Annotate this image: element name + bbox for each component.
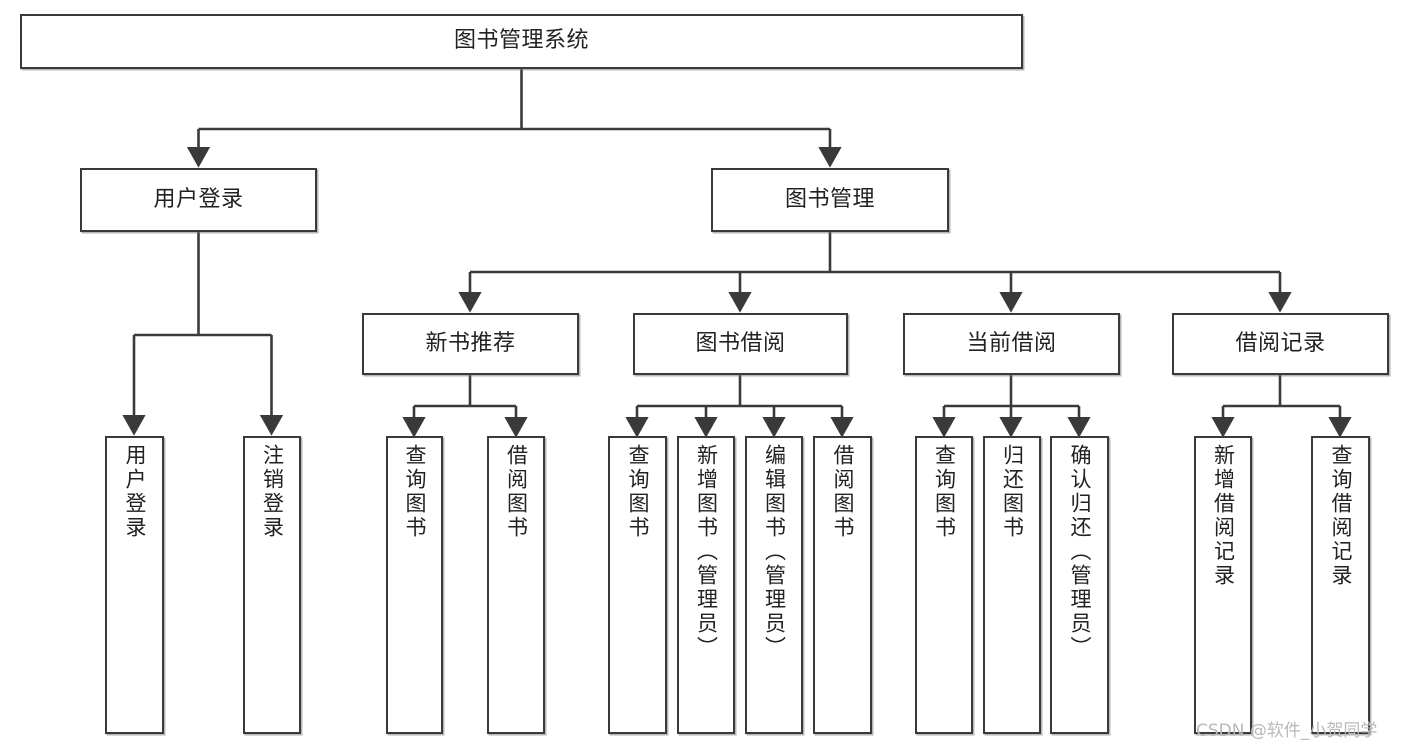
node-leaf-add-record[interactable]: 新增借阅记录 [1194, 436, 1252, 734]
node-root-label: 图书管理系统 [453, 28, 589, 54]
node-leaf-query-book-rec[interactable]: 查询图书 [386, 436, 443, 734]
node-leaf-add-book[interactable]: 新增图书（管理员） [677, 436, 735, 734]
node-new-book-recommend[interactable]: 新书推荐 [362, 313, 579, 375]
node-user-login[interactable]: 用户登录 [80, 168, 317, 232]
node-leaf-borrow-book-rec-label: 借阅图书 [504, 444, 529, 540]
node-user-login-label: 用户登录 [153, 186, 244, 212]
node-current-borrow[interactable]: 当前借阅 [903, 313, 1120, 375]
node-leaf-add-book-label: 新增图书（管理员） [694, 444, 719, 660]
node-new-book-recommend-label: 新书推荐 [425, 330, 516, 356]
node-leaf-edit-book-label: 编辑图书（管理员） [762, 444, 787, 660]
node-leaf-edit-book[interactable]: 编辑图书（管理员） [745, 436, 803, 734]
node-book-manage-label: 图书管理 [784, 186, 875, 212]
node-book-manage[interactable]: 图书管理 [711, 168, 949, 232]
node-leaf-return-book-label: 归还图书 [1000, 444, 1025, 540]
node-leaf-borrow-book[interactable]: 借阅图书 [813, 436, 872, 734]
node-leaf-query-record[interactable]: 查询借阅记录 [1311, 436, 1370, 734]
node-leaf-return-book[interactable]: 归还图书 [983, 436, 1041, 734]
node-leaf-borrow-book-label: 借阅图书 [831, 444, 855, 540]
node-root[interactable]: 图书管理系统 [20, 14, 1023, 69]
node-leaf-borrow-book-rec[interactable]: 借阅图书 [487, 436, 545, 734]
node-leaf-user-login[interactable]: 用户登录 [105, 436, 164, 734]
node-leaf-query-book-cur-label: 查询图书 [932, 444, 957, 540]
node-leaf-add-record-label: 新增借阅记录 [1211, 444, 1236, 588]
node-leaf-query-book-cur[interactable]: 查询图书 [915, 436, 973, 734]
node-leaf-user-logout-label: 注销登录 [260, 444, 285, 540]
node-leaf-query-record-label: 查询借阅记录 [1329, 444, 1353, 588]
node-leaf-user-logout[interactable]: 注销登录 [243, 436, 301, 734]
node-leaf-user-login-label: 用户登录 [123, 444, 147, 540]
node-borrow-record-label: 借阅记录 [1235, 330, 1326, 356]
node-leaf-confirm-return[interactable]: 确认归还（管理员） [1050, 436, 1109, 734]
node-leaf-query-book-rec-label: 查询图书 [403, 444, 427, 540]
node-book-borrow[interactable]: 图书借阅 [633, 313, 848, 375]
node-leaf-query-book-borrow-label: 查询图书 [626, 444, 650, 540]
csdn-watermark: CSDN @软件_小贺同学 [1196, 721, 1378, 741]
node-current-borrow-label: 当前借阅 [966, 330, 1057, 356]
node-leaf-confirm-return-label: 确认归还（管理员） [1068, 444, 1092, 660]
node-book-borrow-label: 图书借阅 [695, 330, 786, 356]
node-borrow-record[interactable]: 借阅记录 [1172, 313, 1389, 375]
node-leaf-query-book-borrow[interactable]: 查询图书 [608, 436, 667, 734]
